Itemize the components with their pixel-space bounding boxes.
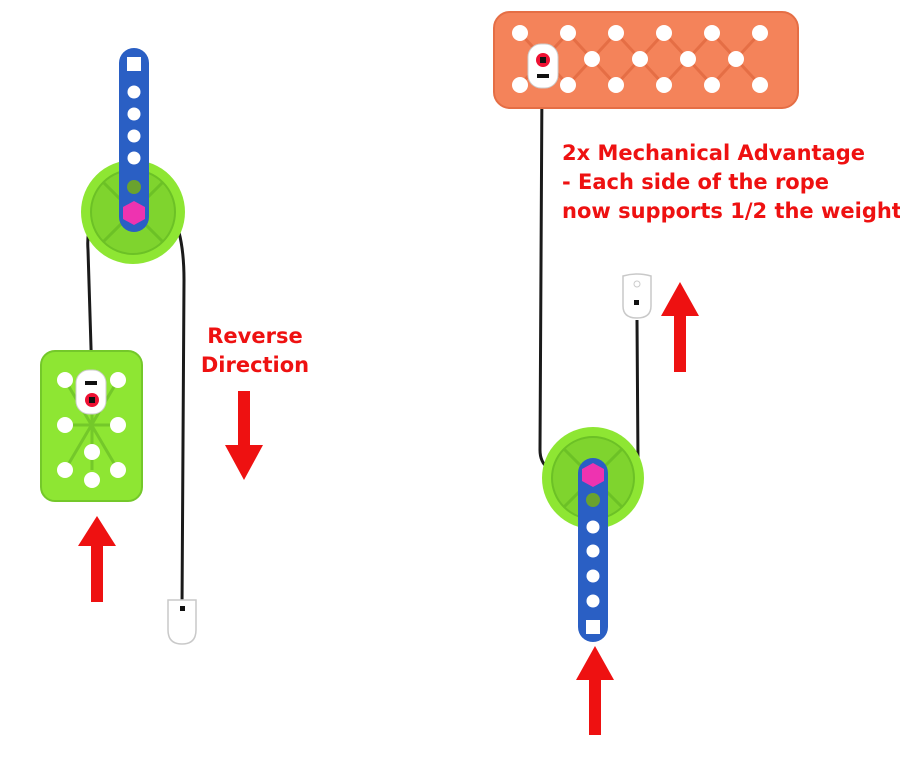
reverse-label-line2: Direction [200, 353, 310, 377]
mechanical-advantage-label: 2x Mechanical Advantage - Each side of t… [562, 139, 900, 226]
arrow-reverse-down [225, 391, 263, 480]
right-setup [493, 11, 799, 642]
advantage-label-line1: 2x Mechanical Advantage [562, 141, 866, 165]
right-orange-plate [493, 11, 799, 109]
left-hex-axle [123, 201, 145, 225]
left-rope-pull-side [170, 213, 186, 609]
left-rope-end-anchor [167, 599, 197, 645]
arrow-right-bottom-up [576, 646, 614, 735]
right-rope-fixed-side [538, 79, 549, 470]
left-blue-beam [119, 48, 149, 232]
reverse-direction-label: Reverse Direction [196, 322, 314, 380]
left-plate-anchor [75, 369, 107, 415]
reverse-label-line1: Reverse [207, 324, 303, 348]
right-rope-end-anchor [622, 273, 652, 319]
right-hex-axle [582, 463, 604, 487]
arrow-left-up [78, 516, 116, 602]
advantage-label-line3: now supports 1/2 the weight [562, 199, 900, 223]
left-green-plate [40, 350, 143, 502]
arrow-right-up [661, 282, 699, 372]
right-blue-beam [578, 458, 608, 642]
advantage-label-line2: - Each side of the rope [562, 170, 830, 194]
right-plate-anchor [527, 43, 559, 89]
left-setup [40, 48, 197, 645]
